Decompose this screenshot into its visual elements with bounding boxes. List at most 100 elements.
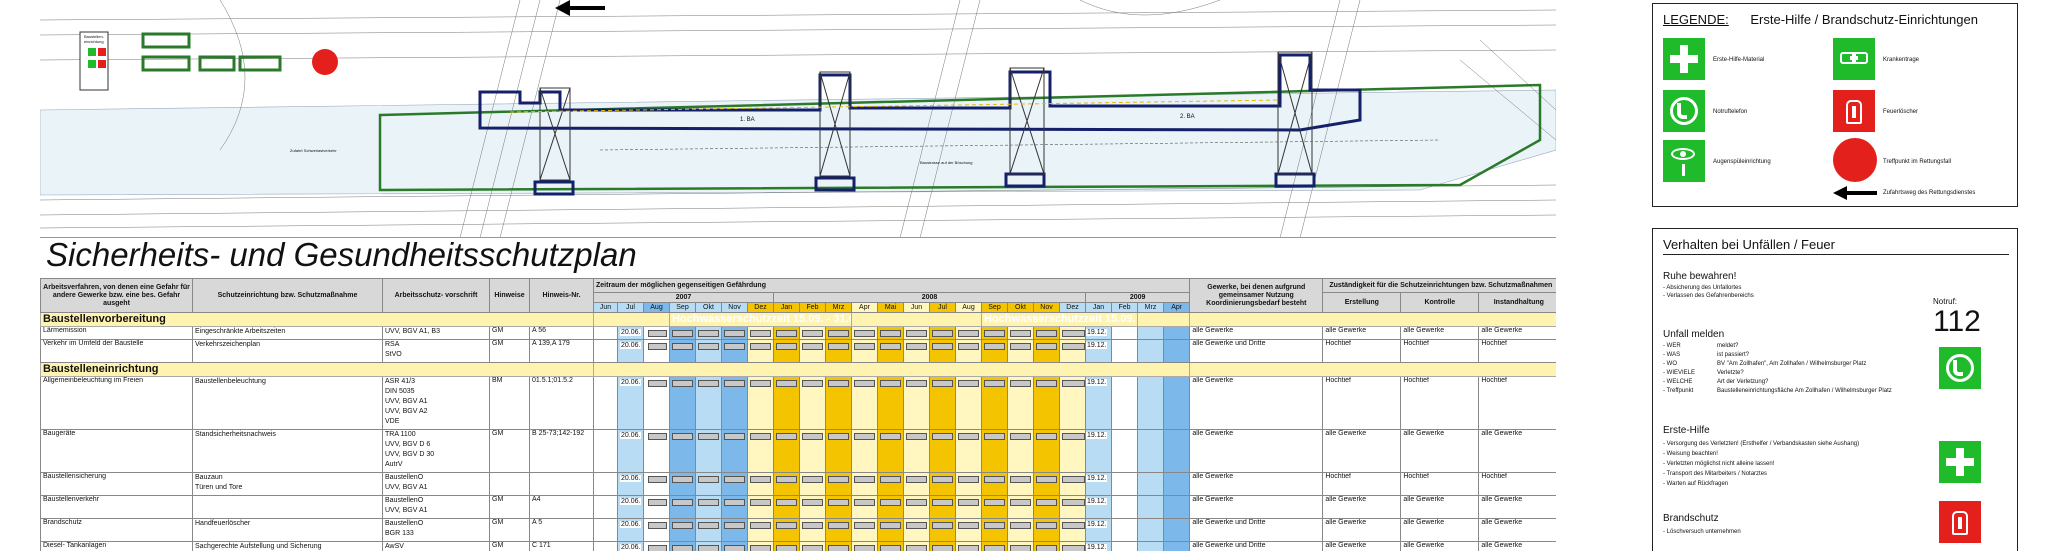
month-cell: [643, 429, 670, 473]
month-cell: [773, 429, 800, 473]
gantt-bar-segment: [698, 499, 719, 506]
cell-instandhaltung: Hochtief: [1478, 339, 1556, 363]
month-cell: [877, 518, 904, 542]
cell-gewerke: alle Gewerke: [1189, 429, 1324, 473]
emergency-phone-icon: [1663, 90, 1705, 132]
gantt-bar-segment: [802, 545, 823, 551]
gantt-bar-segment: [802, 499, 823, 506]
month-cell: [593, 429, 618, 473]
first-aid-icon: [1939, 441, 1981, 483]
schedule-table: Arbeitsverfahren, von denen eine Gefahr …: [40, 278, 1556, 551]
start-date: 20.06.: [620, 432, 642, 439]
month-header: Jul: [617, 302, 644, 313]
erstehilfe-line: - Versorgung des Verletzten! (Ersthelfer…: [1663, 441, 1860, 447]
cell-instandhaltung: Hochtief: [1478, 376, 1556, 430]
month-cell: [669, 472, 696, 496]
cell-hinweis-nr: A4: [529, 495, 594, 519]
month-cell: [747, 541, 774, 551]
month-header: Sep: [981, 302, 1008, 313]
gantt-bar-segment: [698, 522, 719, 529]
month-cell: [773, 495, 800, 519]
month-cell: [643, 339, 670, 363]
cell-instandhaltung: alle Gewerke: [1478, 518, 1556, 542]
gantt-bar-segment: [906, 433, 927, 440]
cell-gewerke: alle Gewerke und Dritte: [1189, 518, 1324, 542]
month-cell: 19.12.: [1085, 518, 1112, 542]
month-cell: [593, 376, 618, 430]
month-cell: 19.12.: [1085, 376, 1112, 430]
month-cell: [1162, 376, 1191, 430]
cell-hinweise: GM: [489, 339, 530, 363]
month-cell: [1007, 472, 1034, 496]
gantt-bar-segment: [672, 545, 693, 551]
month-header: Dez: [747, 302, 774, 313]
gantt-bar-segment: [932, 433, 953, 440]
gantt-bar-segment: [932, 545, 953, 551]
cell-erstellung: alle Gewerke: [1322, 541, 1402, 551]
cell-schutz: [192, 495, 383, 519]
month-cell: [695, 472, 722, 496]
gantt-bar-segment: [932, 330, 953, 337]
cell-verfahren: Verkehr im Umfeld der Baustelle: [40, 339, 193, 363]
cell-hinweis-nr: 01.5.1;01.5.2: [529, 376, 594, 430]
month-cell: [1033, 472, 1060, 496]
month-cell: [593, 518, 618, 542]
erstehilfe-line: - Transport des Mitarbeiters / Notarztes: [1663, 471, 1768, 477]
site-plan-svg: [40, 0, 1556, 237]
cell-erstellung: Hochtief: [1322, 339, 1402, 363]
gantt-bar-segment: [984, 522, 1005, 529]
cell-erstellung: alle Gewerke: [1322, 518, 1402, 542]
cell-instandhaltung: alle Gewerke: [1478, 541, 1556, 551]
month-cell: [1059, 495, 1086, 519]
gantt-bar-segment: [1062, 545, 1085, 551]
gantt-bar-segment: [1010, 522, 1031, 529]
month-cell: [1137, 429, 1164, 473]
legend-label-assembly: Treffpunkt im Rettungsfall: [1883, 159, 1952, 165]
cell-verfahren: Baustellenverkehr: [40, 495, 193, 519]
gantt-bar-segment: [672, 330, 693, 337]
month-header: Apr: [1162, 302, 1191, 313]
month-cell: [877, 541, 904, 551]
month-cell: [721, 495, 748, 519]
cell-gewerke: alle Gewerke und Dritte: [1189, 541, 1324, 551]
month-cell: [981, 495, 1008, 519]
flood-period-2: Hochwasserschutzzeit 15.09. - 31.03.: [981, 312, 1138, 327]
erstehilfe-line: - Verletzten möglichst nicht alleine las…: [1663, 461, 1775, 467]
end-date: 19.12.: [1086, 329, 1108, 336]
month-cell: [981, 541, 1008, 551]
month-cell: [1007, 518, 1034, 542]
gantt-bar-segment: [776, 380, 797, 387]
month-cell: [695, 518, 722, 542]
gantt-bar-segment: [958, 499, 979, 506]
gantt-bar-segment: [648, 499, 667, 506]
gantt-bar-segment: [828, 476, 849, 483]
month-cell: [1059, 429, 1086, 473]
month-cell: [929, 541, 956, 551]
gantt-bar-segment: [802, 380, 823, 387]
end-date: 19.12.: [1086, 432, 1108, 439]
map-label-baustrasse: Baustrasse auf der Böschung: [920, 160, 973, 165]
fire-extinguisher-icon: [1833, 90, 1875, 132]
cell-erstellung: alle Gewerke: [1322, 429, 1402, 473]
month-header: Nov: [721, 302, 748, 313]
col-hinweis-nr: Hinweis-Nr.: [529, 278, 594, 313]
month-cell: [929, 339, 956, 363]
section-row: Baustelleneinrichtung: [40, 362, 1556, 377]
gantt-bar-segment: [698, 433, 719, 440]
gantt-bar-segment: [724, 499, 745, 506]
cell-erstellung: alle Gewerke: [1322, 495, 1402, 519]
cell-schutz: Bauzaun Türen und Tore: [192, 472, 383, 496]
gantt-bar-segment: [1062, 330, 1085, 337]
start-date: 20.06.: [620, 329, 642, 336]
ruhe-heading: Ruhe bewahren!: [1663, 271, 1737, 282]
cell-erstellung: alle Gewerke: [1322, 326, 1402, 340]
cell-kontrolle: Hochtief: [1400, 472, 1480, 496]
month-header: Feb: [1111, 302, 1138, 313]
gantt-bar-segment: [958, 343, 979, 350]
legend-label-stretcher: Krankentrage: [1883, 57, 1920, 63]
col-kontrolle: Kontrolle: [1400, 292, 1480, 313]
month-cell: 20.06.: [617, 429, 644, 473]
month-cell: [825, 326, 852, 340]
gantt-bar-segment: [1036, 522, 1057, 529]
month-cell: [929, 518, 956, 542]
